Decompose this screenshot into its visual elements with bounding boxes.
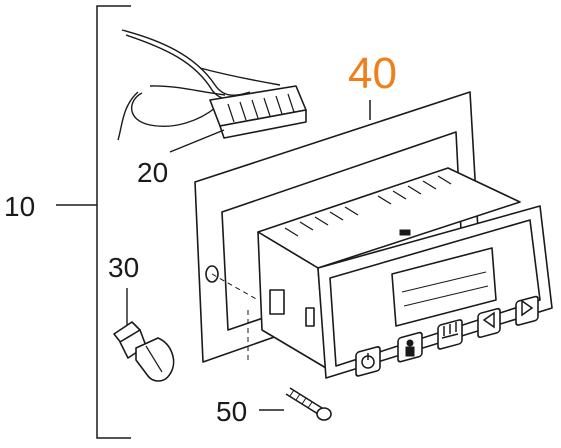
callout-10: 10 — [4, 191, 35, 222]
callout-30: 30 — [108, 252, 139, 283]
arrow-left-icon — [482, 311, 495, 329]
leader-20 — [169, 129, 225, 153]
display-unit — [257, 167, 553, 379]
callout-40: 40 — [348, 49, 397, 98]
button-power[interactable] — [355, 346, 381, 377]
bulb — [113, 321, 175, 382]
callout-50: 50 — [216, 396, 247, 427]
person-icon — [405, 339, 415, 357]
callout-20: 20 — [137, 157, 168, 188]
button-right[interactable] — [515, 295, 539, 326]
cooling-ribs — [284, 175, 452, 237]
lcd-screen — [391, 247, 497, 327]
screw — [285, 387, 332, 421]
arrow-right-icon — [521, 299, 534, 317]
heat-icon — [441, 322, 459, 339]
button-left[interactable] — [477, 307, 501, 339]
assembly-bracket — [56, 5, 131, 439]
connector-block — [209, 85, 307, 139]
button-person[interactable] — [397, 331, 423, 363]
button-heat[interactable] — [437, 319, 463, 350]
